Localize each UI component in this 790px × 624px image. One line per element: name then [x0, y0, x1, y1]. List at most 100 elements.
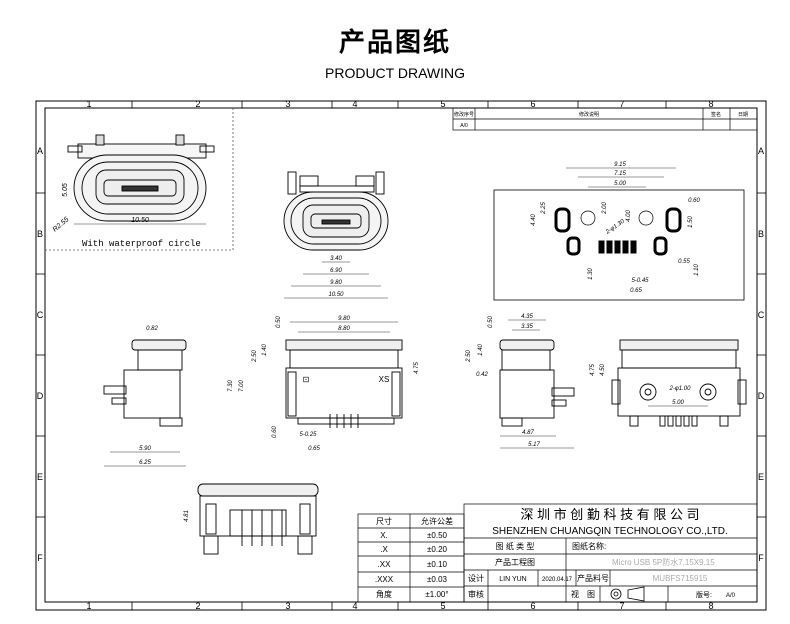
rev-value: A/0 [460, 123, 468, 129]
revision-table [452, 107, 758, 131]
dim-label: 0.50 [488, 316, 494, 328]
side-mark-left: ⊡ [303, 375, 310, 384]
tolerance-table-text: 尺寸 允许公差 X. ±0.50 .X ±0.20 .XX ±0.10 .XXX… [375, 516, 453, 599]
back-view [611, 339, 747, 427]
tol-size: .XXX [375, 575, 394, 584]
dim-label: 9.80 [338, 316, 350, 322]
iso-dashed-frame [45, 108, 234, 251]
tol-header-tol: 允许公差 [421, 516, 453, 526]
col-label: 1 [86, 99, 91, 109]
iso-width-dim: 10.50 [131, 217, 149, 224]
bottom-height-dim: 4.81 [184, 510, 190, 522]
side-view-left [103, 339, 187, 427]
dim-label: 0.65 [630, 288, 642, 294]
iso-height-dim: 5.05 [62, 183, 69, 197]
col-label: 2 [195, 99, 200, 109]
col-label: 4 [352, 99, 357, 109]
dim-label: 4.87 [522, 430, 534, 436]
dim-label: 4.75 [590, 364, 596, 376]
dim-label: 0.55 [678, 259, 690, 265]
back-view-dims: 4.75 4.50 2-φ1.00 5.00 [590, 364, 708, 407]
col-label: 6 [530, 99, 535, 109]
page-subtitle: PRODUCT DRAWING [325, 65, 465, 81]
tol-size: .X [380, 545, 388, 554]
iso-connector-view [67, 134, 215, 222]
rev-col-no: 修改序号 [454, 111, 474, 118]
dim-label: 0.50 [276, 316, 282, 328]
side-left-dims: 0.82 5.90 6.25 [104, 326, 186, 467]
dim-label: 0.82 [146, 326, 158, 332]
dim-label: 4.40 [531, 214, 537, 226]
col-label: 3 [285, 601, 290, 611]
dim-label: 1.40 [478, 344, 484, 356]
dim-label: 8.80 [338, 326, 350, 332]
dim-label: 2.50 [252, 350, 258, 363]
tol-value: ±0.03 [427, 575, 448, 584]
title-block [463, 503, 758, 603]
row-label: A [37, 146, 43, 156]
tol-value: ±0.50 [427, 531, 448, 540]
dim-label: 5-0.25 [299, 432, 317, 438]
rev-col-sign: 签名 [711, 111, 721, 118]
revision-table-text: 修改序号 修改说明 签名 日期 A/0 [454, 111, 748, 129]
col-label: 7 [619, 99, 624, 109]
dim-label: 10.50 [328, 292, 344, 298]
dim-label: 9.80 [330, 280, 342, 286]
version-label: 版号: [696, 590, 712, 599]
col-label: 4 [352, 601, 357, 611]
tol-size: .XX [378, 560, 392, 569]
rev-col-desc: 修改说明 [579, 111, 599, 118]
row-label: D [758, 391, 765, 401]
dim-label: 7.15 [614, 171, 626, 177]
review-label: 审核 [468, 589, 484, 599]
col-label: 5 [440, 601, 445, 611]
dim-label: 7.00 [239, 380, 245, 392]
column-labels-bottom: 1 2 3 4 5 6 7 8 [86, 601, 713, 611]
col-label: 2 [195, 601, 200, 611]
company-name-en: SHENZHEN CHUANGQIN TECHNOLOGY CO.,LTD. [492, 526, 728, 537]
dim-label: 1.50 [688, 216, 694, 228]
dim-label: 0.60 [688, 198, 700, 204]
dim-label: 0.65 [308, 446, 320, 452]
dim-label: 4.00 [626, 210, 632, 222]
iso-caption: With waterproof circle [82, 239, 201, 249]
design-label: 设计 [468, 573, 484, 583]
drawing-type-value: 产品工程图 [495, 557, 535, 567]
row-label: D [37, 391, 44, 401]
projection-symbol-icon [610, 586, 645, 602]
row-label: B [37, 229, 43, 239]
col-label: 1 [86, 601, 91, 611]
drawing-name-label: 图纸名称: [572, 541, 606, 551]
dim-label: 6.25 [139, 460, 151, 466]
tol-header-size: 尺寸 [376, 516, 392, 526]
dim-label: 5.00 [614, 181, 626, 187]
col-label: 5 [440, 99, 445, 109]
tol-value: ±0.10 [427, 560, 448, 569]
dim-label: 2.25 [541, 202, 547, 215]
designer-name: LIN YUN [499, 576, 527, 583]
dim-label: 7.30 [228, 380, 234, 392]
dim-label: 9.15 [614, 162, 626, 168]
row-label: E [758, 472, 764, 482]
dim-label: 6.90 [330, 268, 342, 274]
row-label: F [758, 553, 764, 563]
front-view-dims: 3.40 6.90 9.80 10.50 [284, 256, 388, 299]
part-no-value: MUBFS715915 [653, 574, 708, 583]
dim-label: 5.90 [139, 446, 151, 452]
tol-size: X. [380, 531, 388, 540]
dim-label: 5.00 [672, 400, 684, 406]
side-mark-right: XS [379, 375, 390, 384]
dim-label: 0.60 [272, 426, 278, 438]
row-labels-right: A B C D E F [758, 146, 765, 563]
bottom-view [197, 483, 319, 555]
iso-radius-dim: R2.55 [52, 216, 71, 233]
pcb-layout-pads [554, 207, 682, 256]
col-label: 6 [530, 601, 535, 611]
part-no-label: 产品料号 [577, 573, 609, 583]
design-date: 2020.04.17 [542, 577, 573, 583]
dim-label: 1.10 [694, 264, 700, 276]
dim-label: 0.42 [476, 372, 488, 378]
col-label: 8 [708, 99, 713, 109]
front-view [283, 171, 389, 251]
title-block-text: 深 圳 市 创 勤 科 技 有 限 公 司 SHENZHEN CHUANGQIN… [468, 507, 736, 599]
